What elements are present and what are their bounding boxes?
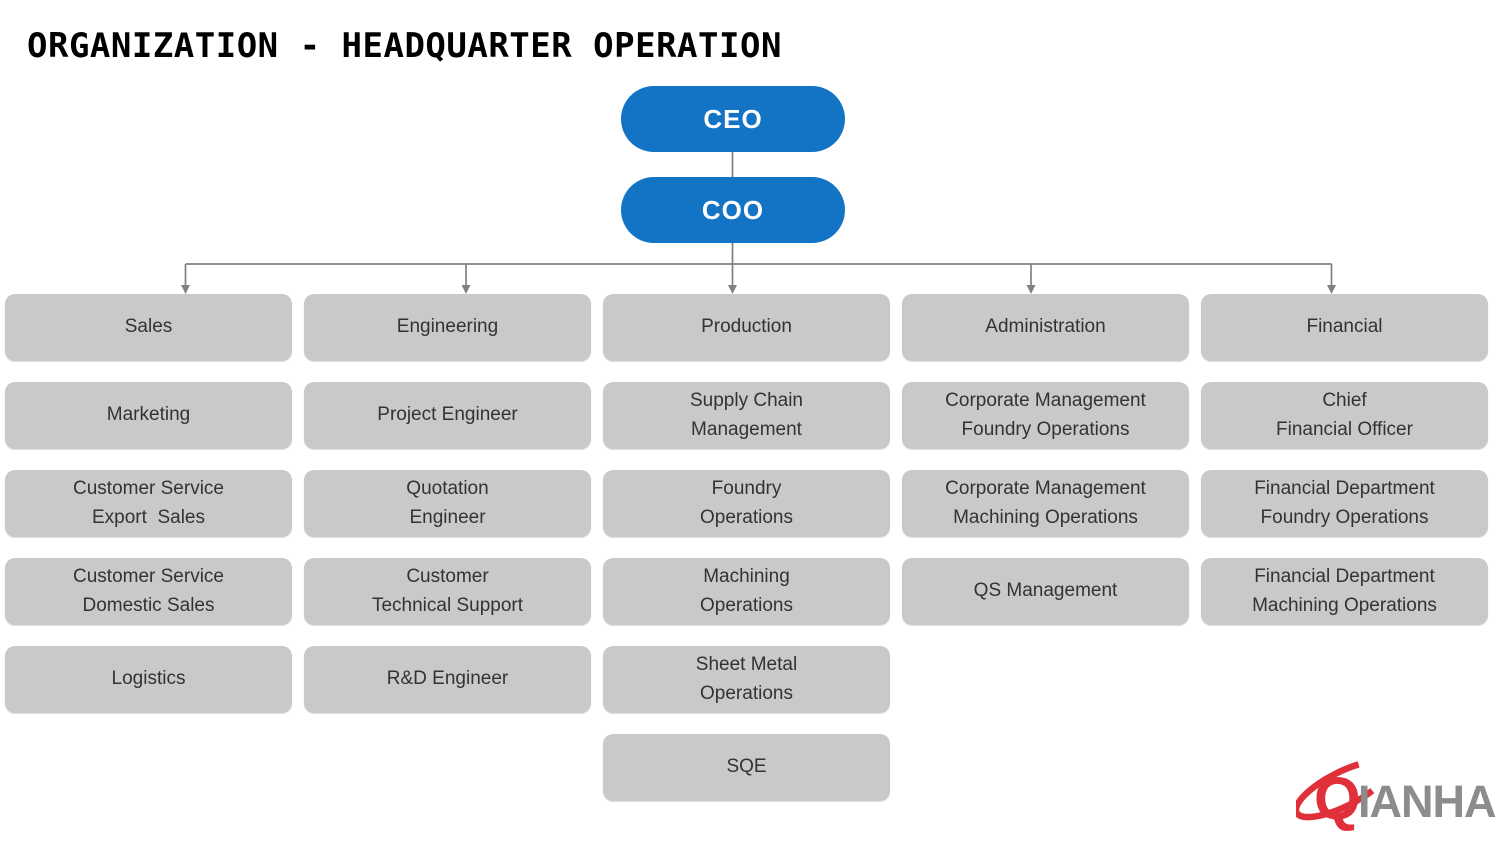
page-title: ORGANIZATION - HEADQUARTER OPERATION [27, 26, 782, 66]
org-box-customer-service-export-sales: Customer Service Export Sales [5, 470, 292, 537]
column-production: Production Supply Chain Management Found… [603, 294, 890, 801]
org-box-financial-dept-foundry: Financial Department Foundry Operations [1201, 470, 1488, 537]
logo-swoosh-ellipse [1296, 757, 1394, 821]
dept-header-engineering: Engineering [304, 294, 591, 361]
node-ceo-label: CEO [703, 103, 763, 134]
qianhao-logo: Q IANHAO [1296, 757, 1496, 832]
org-box-corporate-management-machining: Corporate Management Machining Operation… [902, 470, 1189, 537]
org-box-supply-chain-management: Supply Chain Management [603, 382, 890, 449]
dept-header-sales: Sales [5, 294, 292, 361]
org-box-quotation-engineer: Quotation Engineer [304, 470, 591, 537]
dept-header-production: Production [603, 294, 890, 361]
org-box-logistics: Logistics [5, 646, 292, 713]
org-box-corporate-management-foundry: Corporate Management Foundry Operations [902, 382, 1189, 449]
column-financial: Financial Chief Financial Officer Financ… [1201, 294, 1488, 625]
org-box-qs-management: QS Management [902, 558, 1189, 625]
logo-text-ianhao: IANHAO [1358, 776, 1496, 827]
logo-letter-q: Q [1314, 765, 1361, 832]
org-box-marketing: Marketing [5, 382, 292, 449]
org-box-rd-engineer: R&D Engineer [304, 646, 591, 713]
column-engineering: Engineering Project Engineer Quotation E… [304, 294, 591, 713]
org-box-chief-financial-officer: Chief Financial Officer [1201, 382, 1488, 449]
org-box-project-engineer: Project Engineer [304, 382, 591, 449]
org-box-sheet-metal-operations: Sheet Metal Operations [603, 646, 890, 713]
org-box-foundry-operations: Foundry Operations [603, 470, 890, 537]
org-box-customer-service-domestic-sales: Customer Service Domestic Sales [5, 558, 292, 625]
org-box-machining-operations: Machining Operations [603, 558, 890, 625]
dept-header-financial: Financial [1201, 294, 1488, 361]
node-coo: COO [621, 177, 845, 243]
column-sales: Sales Marketing Customer Service Export … [5, 294, 292, 713]
org-box-customer-technical-support: Customer Technical Support [304, 558, 591, 625]
column-administration: Administration Corporate Management Foun… [902, 294, 1189, 625]
node-ceo: CEO [621, 86, 845, 152]
org-box-financial-dept-machining: Financial Department Machining Operation… [1201, 558, 1488, 625]
org-box-sqe: SQE [603, 734, 890, 801]
dept-header-administration: Administration [902, 294, 1189, 361]
node-coo-label: COO [701, 194, 765, 225]
